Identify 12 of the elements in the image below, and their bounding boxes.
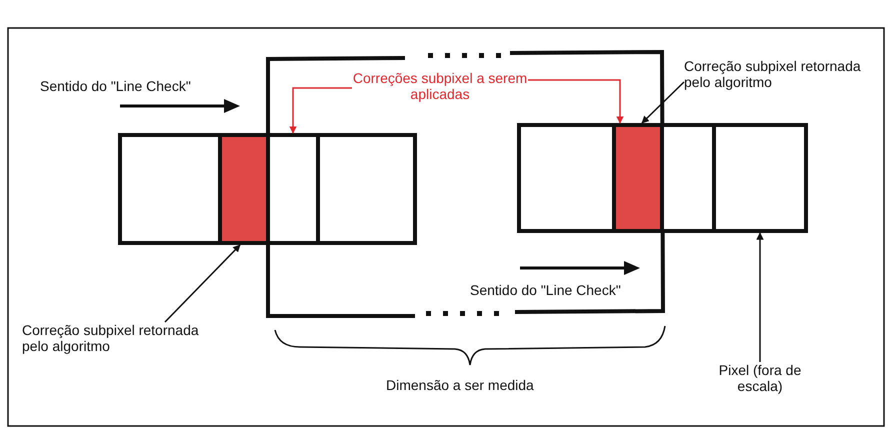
leader-line — [528, 79, 624, 124]
caption-text: Dimensão a ser medida — [386, 377, 534, 393]
annotation-text: Correções subpixel a serem aplicadas — [352, 70, 528, 104]
leader-line — [756, 232, 764, 362]
annotation-text: Pixel (fora de escala) — [705, 362, 815, 396]
caption-text: Sentido do "Line Check" — [40, 78, 191, 94]
leader-line — [164, 244, 241, 323]
annotation-text: Correção subpixel retornada pelo algoritmo — [22, 322, 227, 356]
annotation-text: Correção subpixel retornada pelo algoritmo — [684, 58, 884, 92]
leader-line — [289, 87, 352, 134]
caption-text: Sentido do "Line Check" — [470, 282, 621, 298]
leader-line — [641, 81, 685, 124]
